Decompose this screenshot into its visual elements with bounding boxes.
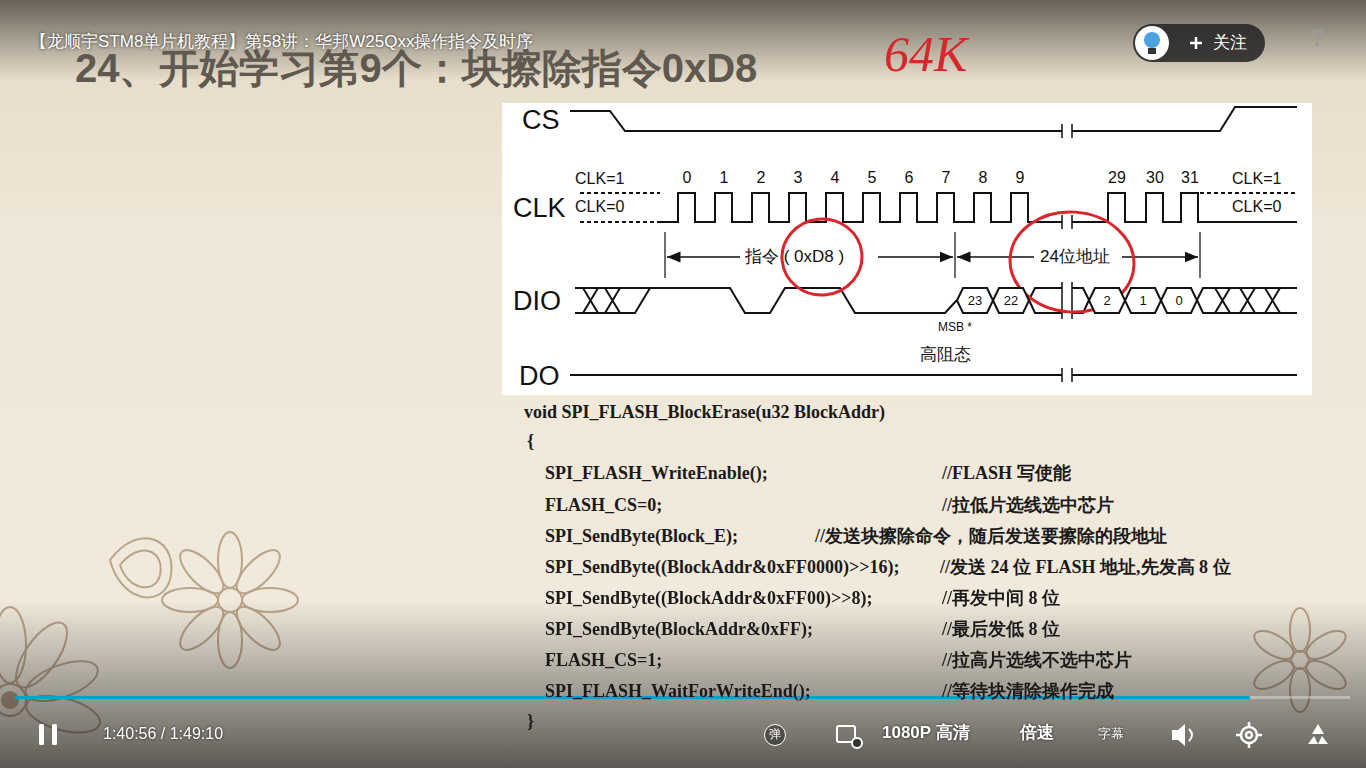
code-line: } bbox=[527, 711, 534, 733]
volume-icon bbox=[1189, 729, 1192, 741]
clock-number: 7 bbox=[942, 168, 951, 187]
clock-number: 5 bbox=[868, 168, 877, 187]
diagram-panel bbox=[502, 103, 1312, 395]
clock-number: 3 bbox=[794, 168, 803, 187]
code-line: SPI_SendByte(BlockAddr&0xFF); bbox=[545, 619, 813, 641]
code-comment: //等待块清除操作完成 bbox=[942, 681, 1114, 703]
button-text: 弹 bbox=[765, 725, 785, 744]
clock-state: CLK=0 bbox=[575, 197, 624, 216]
code-comment: //拉低片选线选中芯片 bbox=[942, 495, 1114, 517]
bit-number: 2 bbox=[1089, 288, 1125, 313]
quality-button: 1080P 高清 bbox=[882, 723, 970, 743]
bit-cell: 22 bbox=[993, 288, 1029, 313]
bit-cell: 23 bbox=[957, 288, 993, 313]
gear-icon bbox=[1236, 722, 1262, 748]
subtitle-button: 字幕 bbox=[1098, 726, 1124, 742]
fullscreen-icon bbox=[1308, 724, 1328, 744]
bit-cell: 2 bbox=[1089, 288, 1125, 313]
video-title: 【龙顺宇STM8单片机教程】第58讲：华邦W25Qxx操作指令及时序 bbox=[30, 32, 533, 52]
volume-icon bbox=[1172, 724, 1185, 746]
code-line: SPI_FLASH_WaitForWriteEnd(); bbox=[545, 681, 811, 703]
code-line: { bbox=[527, 431, 534, 453]
signal-name: CS bbox=[522, 104, 560, 136]
time-display: 1:40:56 / 1:49:10 bbox=[103, 724, 223, 743]
dio-dont-care bbox=[575, 288, 650, 313]
bit-cell: 1 bbox=[1125, 288, 1161, 313]
clock-number: 31 bbox=[1181, 168, 1199, 187]
code-comment: //最后发低 8 位 bbox=[942, 619, 1060, 641]
speed-button: 倍速 bbox=[1020, 723, 1054, 743]
span-arrow bbox=[957, 256, 1034, 258]
code-line: FLASH_CS=0; bbox=[545, 495, 662, 517]
clock-number: 2 bbox=[757, 168, 766, 187]
follow-button: 关注 bbox=[1133, 24, 1265, 62]
code-line: SPI_SendByte(Block_E); bbox=[545, 526, 738, 548]
player-icons bbox=[39, 722, 1328, 748]
signal-name: DIO bbox=[513, 285, 561, 317]
code-line: void SPI_FLASH_BlockErase(u32 BlockAddr) bbox=[524, 402, 885, 424]
code-comment: //再发中间 8 位 bbox=[942, 588, 1060, 610]
clock-number: 29 bbox=[1108, 168, 1126, 187]
clock-number: 30 bbox=[1146, 168, 1164, 187]
pause-icon bbox=[52, 724, 57, 745]
code-line: FLASH_CS=1; bbox=[545, 650, 662, 672]
code-line: SPI_FLASH_WriteEnable(); bbox=[545, 463, 768, 485]
button-text: 关注 bbox=[1133, 24, 1265, 62]
dio-dont-care bbox=[1197, 288, 1297, 313]
signal-name: DO bbox=[519, 360, 560, 392]
bit-number: 1 bbox=[1125, 288, 1161, 313]
code-comment: //拉高片选线不选中芯片 bbox=[942, 650, 1132, 672]
pause-icon bbox=[39, 724, 44, 745]
setting-icon bbox=[837, 726, 862, 748]
clock-number: 8 bbox=[979, 168, 988, 187]
bit-cell: 0 bbox=[1161, 288, 1197, 313]
signal-name: CLK bbox=[513, 192, 566, 224]
span-arrow bbox=[667, 256, 740, 258]
clock-number: 9 bbox=[1016, 168, 1025, 187]
bit-number: 23 bbox=[957, 288, 993, 313]
clock-number: 6 bbox=[905, 168, 914, 187]
clock-state: CLK=1 bbox=[1232, 169, 1281, 188]
do-line bbox=[570, 374, 1297, 376]
code-line: SPI_SendByte((BlockAddr&0xFF0000)>>16); bbox=[545, 557, 900, 579]
progress-rest bbox=[1250, 696, 1350, 699]
state-note: 高阻态 bbox=[920, 345, 971, 365]
span-tick bbox=[665, 232, 1200, 278]
handwritten-note: 64K bbox=[884, 24, 967, 84]
field-label: 24位地址 bbox=[1040, 247, 1110, 267]
span-arrow bbox=[878, 256, 953, 258]
clock-number: 1 bbox=[720, 168, 729, 187]
clock-state: CLK=1 bbox=[575, 169, 624, 188]
cs-wave bbox=[570, 107, 1297, 131]
player-shade bbox=[0, 600, 1366, 768]
field-label: 指令 ( 0xD8 ) bbox=[745, 247, 844, 267]
code-comment: //FLASH 写使能 bbox=[942, 463, 1071, 485]
danmaku-button: 弹 bbox=[764, 724, 786, 746]
clock-number: 0 bbox=[683, 168, 692, 187]
code-line: SPI_SendByte((BlockAddr&0xFF00)>>8); bbox=[545, 588, 873, 610]
clock-number: 4 bbox=[831, 168, 840, 187]
slide-heading: 24、开始学习第9个：块擦除指令0xD8 bbox=[75, 44, 757, 92]
msb-note: MSB * bbox=[938, 320, 972, 334]
clk-wave bbox=[660, 193, 1297, 222]
code-comment: //发送 24 位 FLASH 地址,先发高 8 位 bbox=[940, 557, 1231, 579]
clock-state: CLK=0 bbox=[1232, 197, 1281, 216]
clk-idle-dash bbox=[1200, 192, 1297, 194]
timing-waveforms bbox=[570, 107, 1297, 382]
help-icon: ? bbox=[1310, 24, 1325, 53]
bit-number: 0 bbox=[1161, 288, 1197, 313]
bit-number: 22 bbox=[993, 288, 1029, 313]
code-comment: //发送块擦除命令，随后发送要擦除的段地址 bbox=[815, 526, 1167, 548]
